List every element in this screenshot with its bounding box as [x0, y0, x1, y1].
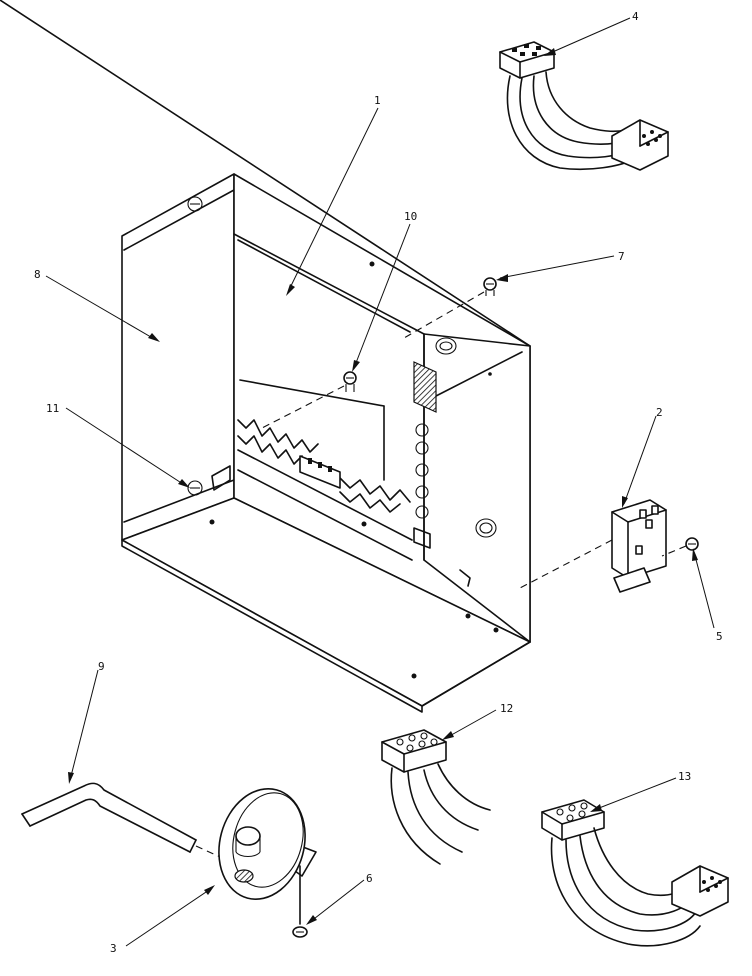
callout-3: 3: [110, 885, 215, 955]
control-box: [0, 0, 531, 713]
callout-label-6: 6: [366, 872, 373, 885]
callout-10: 10: [352, 210, 417, 372]
callout-label-9: 9: [98, 660, 105, 673]
callout-label-3: 3: [110, 942, 117, 955]
relay-2: [611, 499, 667, 593]
callout-13: 13: [590, 770, 691, 812]
callout-12: 12: [442, 702, 513, 740]
callout-label-1: 1: [374, 94, 381, 107]
callout-label-2: 2: [656, 406, 663, 419]
wire-harness-12: [381, 729, 491, 865]
callout-label-13: 13: [678, 770, 691, 783]
callout-9: 9: [68, 660, 105, 784]
callout-label-8: 8: [34, 268, 41, 281]
callout-2: 2: [622, 406, 663, 508]
callout-11: 11: [46, 402, 190, 488]
pressure-switch-3: [218, 788, 317, 900]
callout-4: 4: [544, 10, 639, 56]
screw-7: [483, 277, 497, 296]
screw-6: [292, 865, 308, 938]
callout-label-4: 4: [632, 10, 639, 23]
callout-1: 1: [286, 94, 381, 296]
callout-label-5: 5: [716, 630, 723, 643]
callout-5: 5: [692, 548, 723, 643]
callout-label-12: 12: [500, 702, 513, 715]
screw-5: [685, 537, 699, 551]
callout-6: 6: [306, 872, 373, 925]
screw-10: [343, 371, 357, 392]
callout-8: 8: [34, 268, 160, 342]
callout-label-7: 7: [618, 250, 625, 263]
tube-9: [21, 782, 197, 853]
wire-harness-13: [541, 799, 729, 947]
wire-harness-4: [499, 41, 669, 171]
callout-label-11: 11: [46, 402, 59, 415]
callout-label-10: 10: [404, 210, 417, 223]
callout-7: 7: [496, 250, 625, 282]
